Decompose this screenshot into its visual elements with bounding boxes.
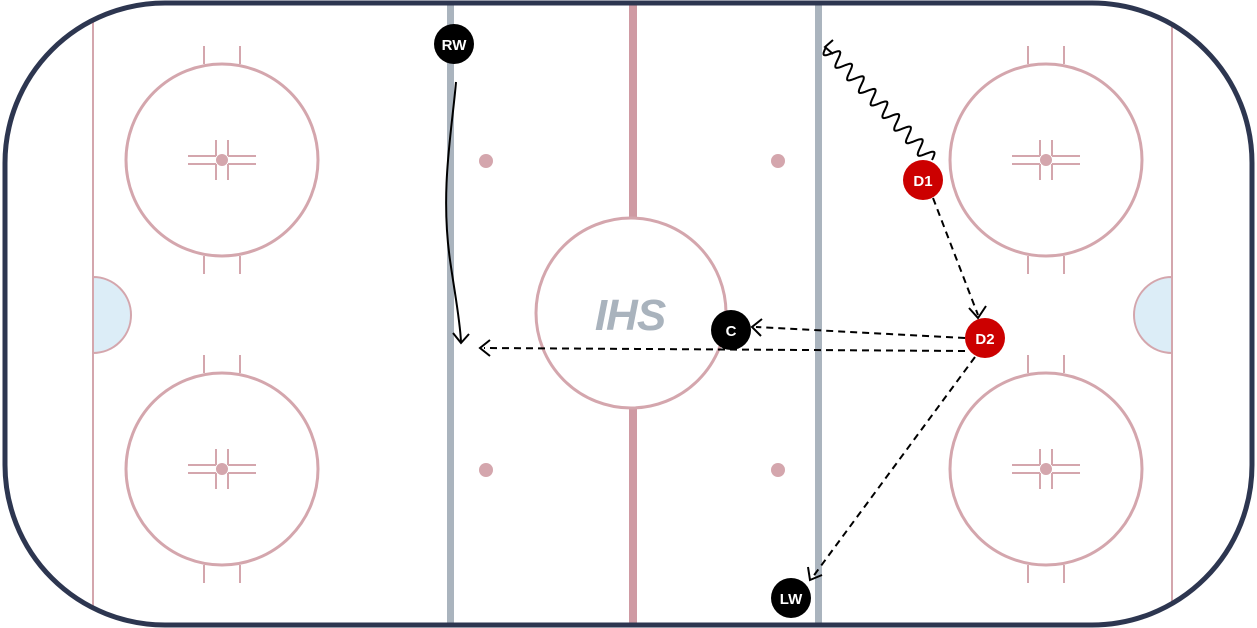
player-d2-label: D2 bbox=[975, 331, 994, 348]
pass-d1-to-d2-arrowhead bbox=[968, 305, 987, 320]
faceoff-circle-bottom-left bbox=[124, 355, 320, 583]
faceoff-circle-top-left bbox=[124, 46, 320, 274]
player-rw-label: RW bbox=[442, 37, 468, 54]
neutral-faceoff-dot bbox=[771, 154, 785, 168]
player-d1[interactable]: D1 bbox=[903, 160, 943, 200]
rw-skate-arrowhead bbox=[452, 332, 470, 345]
neutral-faceoff-dot bbox=[771, 463, 785, 477]
d1-skate-arrowhead bbox=[823, 39, 834, 55]
player-d1-label: D1 bbox=[913, 173, 932, 190]
player-lw-label: LW bbox=[780, 591, 803, 608]
rw-skate-path bbox=[445, 81, 462, 343]
pass-d2-to-c-arrowhead bbox=[750, 318, 763, 337]
player-c[interactable]: C bbox=[711, 310, 751, 350]
pass-d2-to-rw bbox=[483, 347, 966, 352]
player-rw[interactable]: RW bbox=[434, 24, 474, 64]
player-d2[interactable]: D2 bbox=[965, 318, 1005, 358]
blue-line-left bbox=[447, 3, 454, 625]
neutral-faceoff-dot bbox=[479, 154, 493, 168]
faceoff-circle-top-right bbox=[948, 46, 1144, 274]
d1-skate-with-puck-path bbox=[822, 46, 936, 161]
player-lw[interactable]: LW bbox=[771, 578, 811, 618]
pass-d2-to-c bbox=[755, 326, 966, 339]
center-ice-logo: IHS bbox=[595, 291, 666, 340]
blue-line-right bbox=[815, 3, 822, 625]
player-c-label: C bbox=[726, 323, 737, 340]
goal-crease-left bbox=[92, 275, 132, 355]
goal-crease-right bbox=[1133, 275, 1173, 355]
pass-d1-to-d2 bbox=[932, 197, 979, 316]
pass-d2-to-lw bbox=[811, 356, 976, 579]
pass-d2-to-rw-arrowhead bbox=[478, 339, 491, 357]
faceoff-circle-bottom-right bbox=[948, 355, 1144, 583]
neutral-faceoff-dot bbox=[479, 463, 493, 477]
pass-d2-to-lw-arrowhead bbox=[807, 566, 823, 582]
